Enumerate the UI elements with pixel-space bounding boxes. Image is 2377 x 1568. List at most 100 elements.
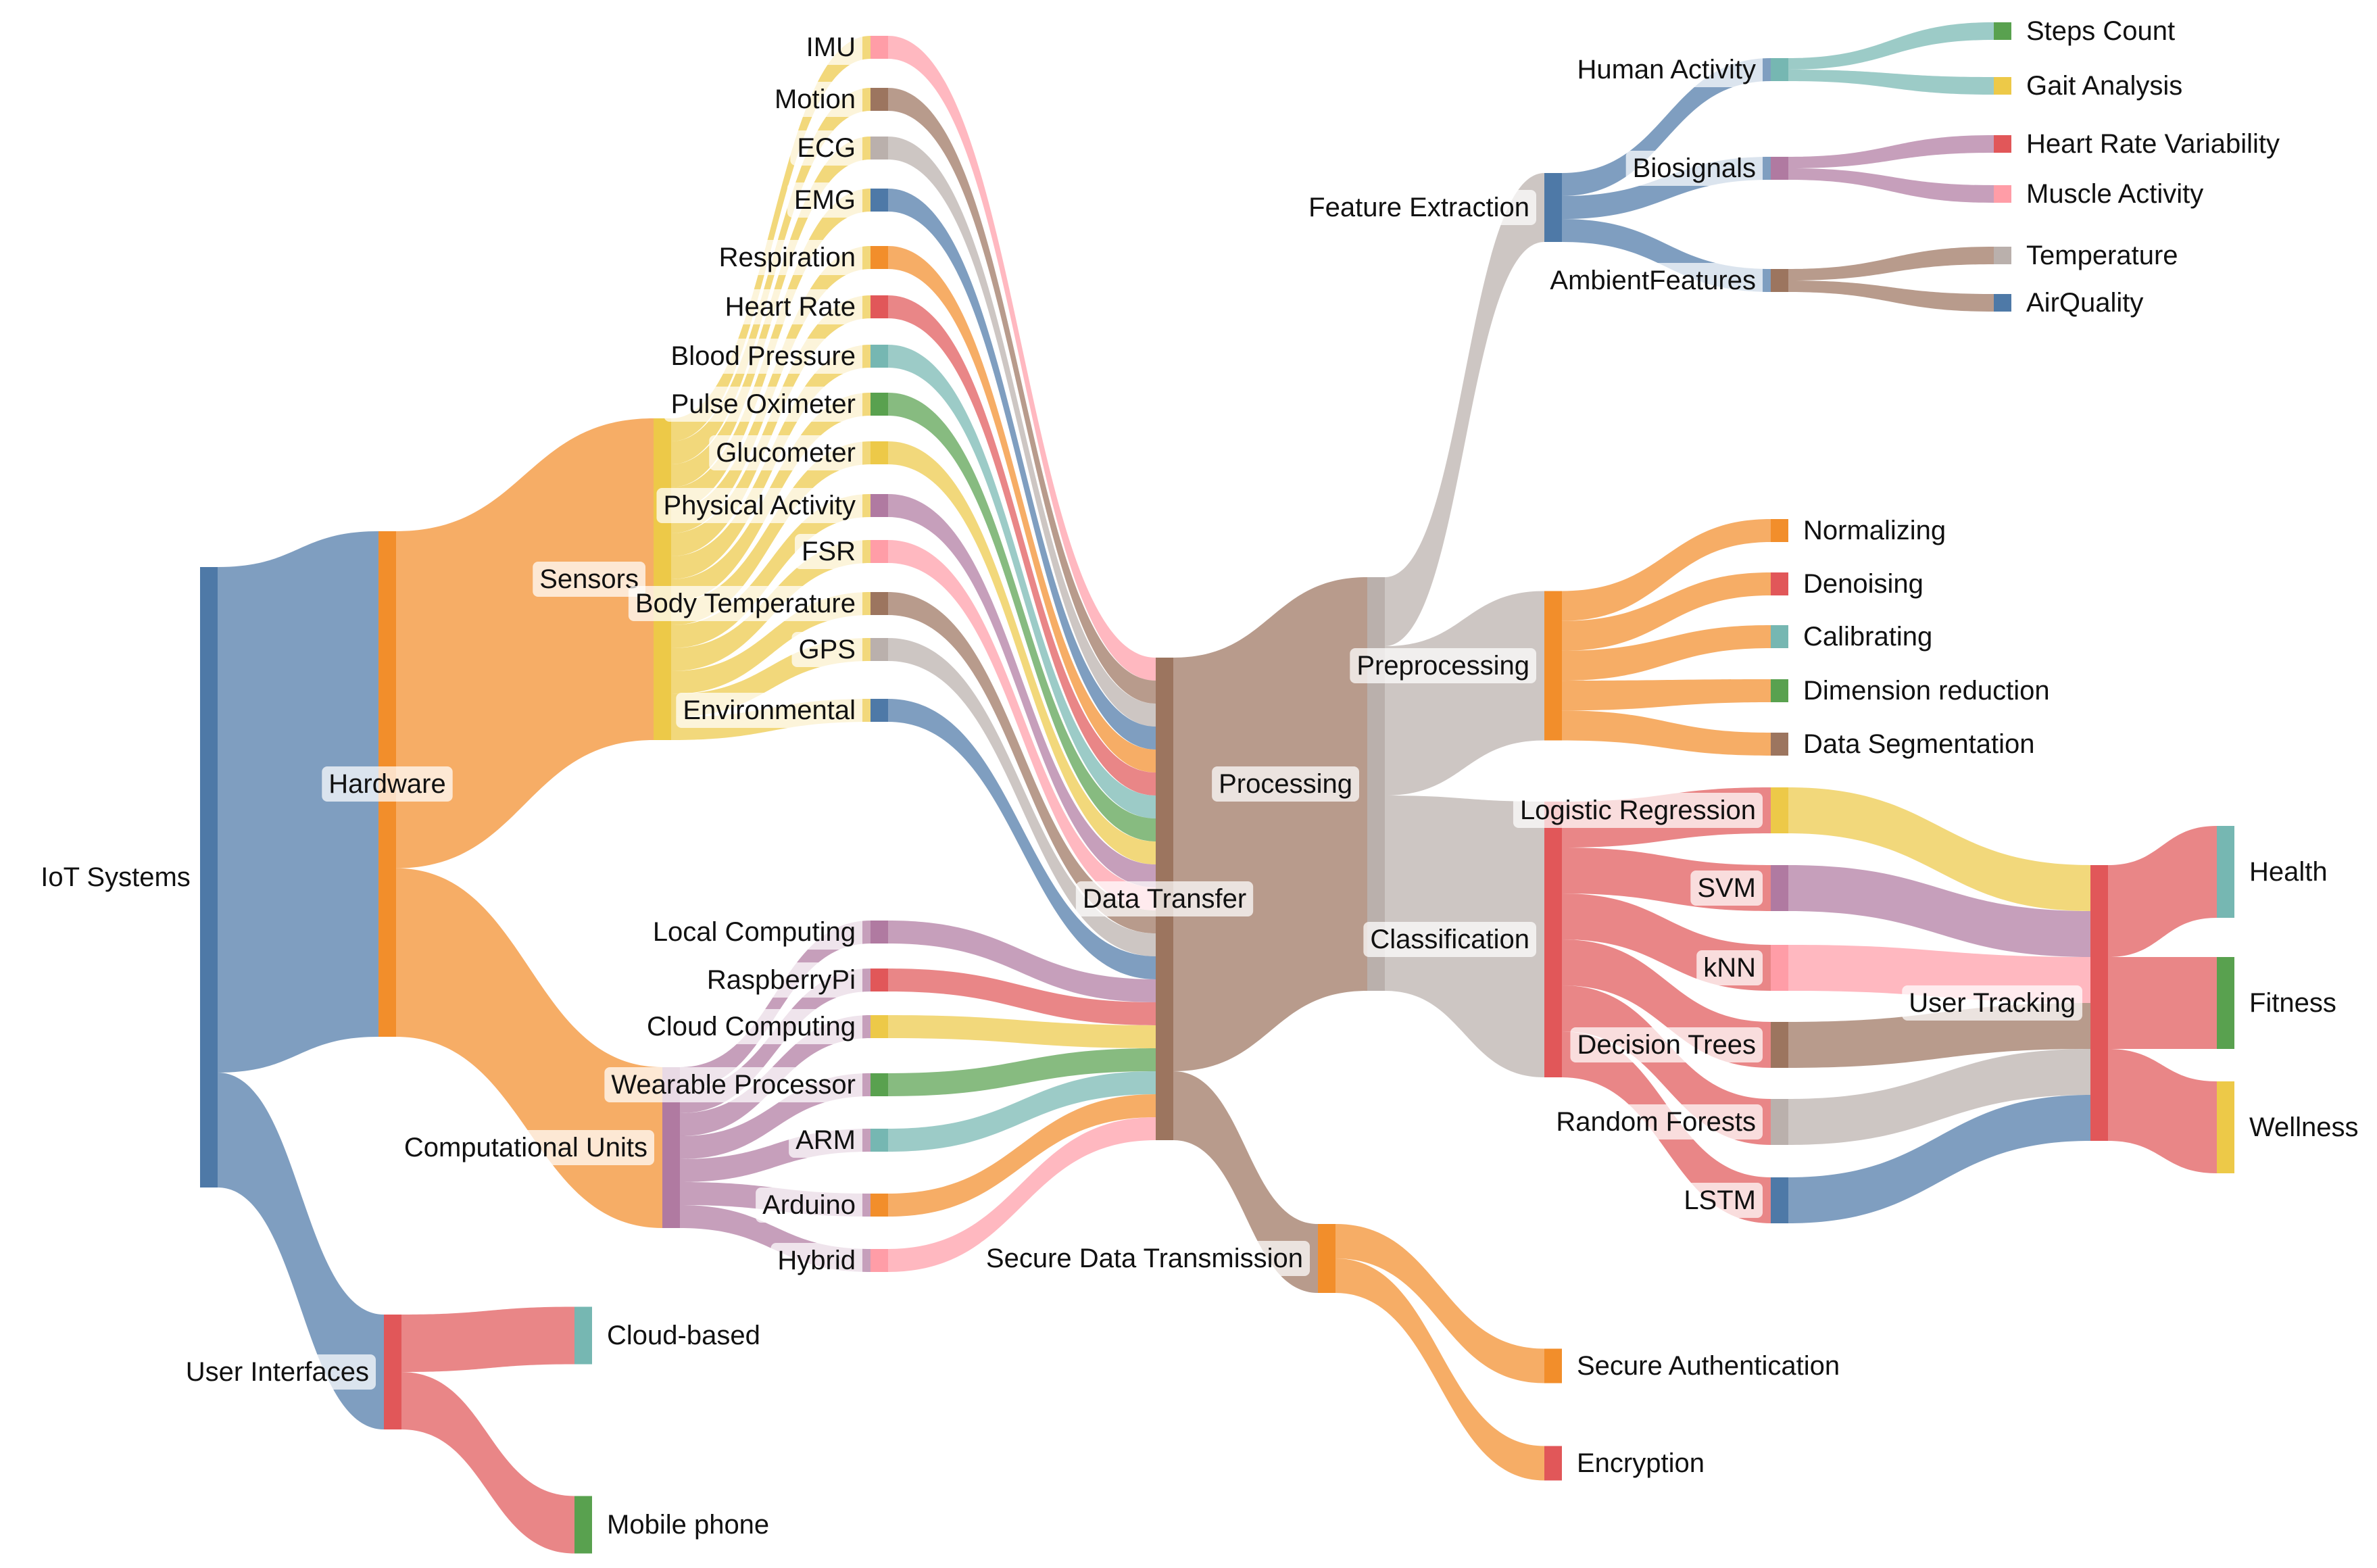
node-ecg[interactable] [871,137,888,160]
node-sensors[interactable] [654,418,671,740]
node-arm[interactable] [871,1129,888,1152]
label-text-sensors: Sensors [539,564,639,594]
label-iot: IoT Systems [34,860,197,895]
node-preprocessing[interactable] [1544,591,1562,741]
label-text-user_interfaces: User Interfaces [186,1357,369,1387]
label-text-emg: EMG [794,185,856,215]
node-body_temperature[interactable] [871,592,888,615]
link-cloud_computing-to-data_transfer [888,1015,1156,1048]
label-text-local_computing: Local Computing [653,917,856,947]
label-text-respiration: Respiration [719,243,856,272]
label-text-glucometer: Glucometer [716,438,856,468]
node-physical_activity[interactable] [871,494,888,517]
link-raspberrypi-to-data_transfer [888,969,1156,1025]
label-calibrating: Calibrating [1796,619,1940,654]
label-biosignals: Biosignals [1625,151,1763,186]
label-computational_units: Computational Units [397,1130,654,1165]
node-decision_trees[interactable] [1771,1022,1788,1068]
node-svm[interactable] [1771,865,1788,911]
node-fsr[interactable] [871,540,888,563]
node-fitness[interactable] [2217,957,2234,1049]
node-arduino[interactable] [871,1194,888,1217]
node-cloud_computing[interactable] [871,1015,888,1038]
label-physical_activity: Physical Activity [656,488,862,523]
node-gps[interactable] [871,638,888,661]
node-wearable_processor[interactable] [871,1073,888,1096]
node-raspberrypi[interactable] [871,969,888,991]
link-respiration-to-data_transfer [888,246,1156,773]
node-cloud_based[interactable] [574,1306,592,1365]
node-local_computing[interactable] [871,921,888,944]
label-text-biosignals: Biosignals [1633,153,1756,183]
node-lstm[interactable] [1771,1177,1788,1223]
node-health[interactable] [2217,826,2234,918]
link-processing-to-preprocessing [1385,591,1544,795]
node-air_quality[interactable] [1994,294,2011,312]
node-steps_count[interactable] [1994,22,2011,40]
link-hardware-to-sensors [396,418,654,868]
node-motion[interactable] [871,88,888,111]
label-svm: SVM [1690,871,1763,906]
label-hardware: Hardware [322,766,453,802]
node-denoising[interactable] [1771,572,1788,595]
label-denoising: Denoising [1796,566,1930,602]
label-gps: GPS [791,632,862,667]
node-muscle_activity[interactable] [1994,185,2011,203]
node-hybrid[interactable] [871,1249,888,1272]
label-text-iot: IoT Systems [41,862,191,892]
link-user_tracking-to-wellness [2108,1049,2217,1173]
node-human_activity[interactable] [1771,58,1788,81]
label-ecg: ECG [790,130,862,166]
link-local_computing-to-data_transfer [888,921,1156,1002]
label-local_computing: Local Computing [645,914,862,950]
link-sensors-to-glucometer [671,441,871,625]
link-emg-to-data_transfer [888,189,1156,750]
node-emg[interactable] [871,189,888,212]
node-user_tracking[interactable] [2090,865,2108,1141]
node-respiration[interactable] [871,246,888,269]
node-feature_extraction[interactable] [1544,173,1562,242]
node-logistic_regression[interactable] [1771,787,1788,833]
node-encryption[interactable] [1544,1446,1562,1481]
label-text-logistic_regression: Logistic Regression [1520,795,1756,825]
label-text-blood_pressure: Blood Pressure [671,341,856,371]
link-human_activity-to-steps_count [1788,22,1994,70]
node-iot[interactable] [200,567,218,1187]
node-calibrating[interactable] [1771,625,1788,648]
node-pulse_oximeter[interactable] [871,393,888,416]
node-wellness[interactable] [2217,1081,2234,1173]
label-text-environmental: Environmental [683,695,856,725]
node-secure_data_transmission[interactable] [1318,1224,1335,1293]
link-data_transfer-to-secure_data_transmission [1173,1071,1318,1293]
node-imu[interactable] [871,36,888,59]
node-data_segmentation[interactable] [1771,733,1788,756]
node-glucometer[interactable] [871,441,888,464]
node-environmental[interactable] [871,699,888,722]
label-feature_extraction: Feature Extraction [1302,190,1536,225]
node-biosignals[interactable] [1771,157,1788,180]
label-text-heart_rate: Heart Rate [725,292,856,322]
node-heart_rate[interactable] [871,295,888,318]
link-logistic_regression-to-user_tracking [1788,787,2090,911]
node-normalizing[interactable] [1771,519,1788,542]
label-temperature: Temperature [2019,238,2185,273]
node-user_interfaces[interactable] [384,1315,401,1429]
label-text-computational_units: Computational Units [404,1133,647,1162]
node-ambient_features[interactable] [1771,269,1788,292]
node-mobile_phone[interactable] [574,1496,592,1554]
node-gait_analysis[interactable] [1994,77,2011,95]
node-classification[interactable] [1544,802,1562,1077]
node-dimension_reduction[interactable] [1771,679,1788,702]
node-knn[interactable] [1771,945,1788,991]
label-respiration: Respiration [712,240,862,275]
node-secure_authentication[interactable] [1544,1348,1562,1383]
node-temperature[interactable] [1994,247,2011,264]
link-sensors-to-physical_activity [671,494,871,648]
label-emg: EMG [787,182,862,218]
node-hrv[interactable] [1994,135,2011,153]
label-text-cloud_computing: Cloud Computing [647,1012,856,1042]
label-text-air_quality: AirQuality [2026,288,2143,318]
label-encryption: Encryption [1570,1446,1711,1481]
node-blood_pressure[interactable] [871,345,888,368]
node-random_forests[interactable] [1771,1099,1788,1145]
